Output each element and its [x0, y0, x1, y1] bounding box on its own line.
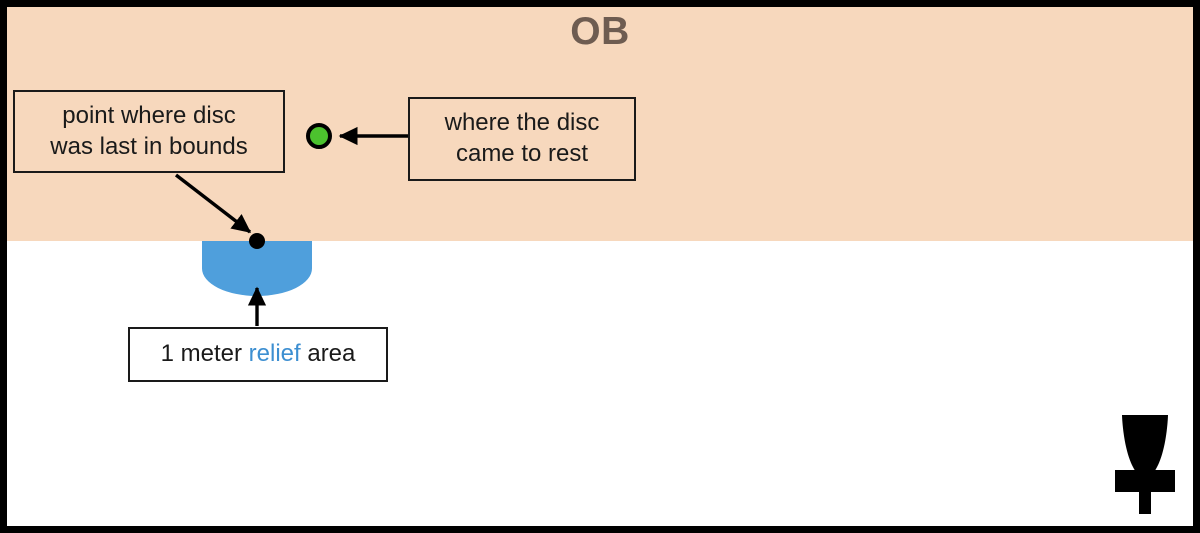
callout-relief-accent: relief: [248, 340, 301, 368]
out-of-bounds-label: OB: [570, 10, 630, 53]
relief-area-semicircle: [202, 241, 312, 296]
callout-relief-suffix: area: [300, 340, 356, 368]
callout-last-in-bounds: point where disc was last in bounds: [13, 90, 285, 173]
disc-at-rest-marker: [306, 123, 332, 149]
callout-disc-at-rest: where the disc came to rest: [408, 97, 636, 181]
callout-disc-at-rest-line2: came to rest: [455, 140, 589, 167]
last-in-bounds-point-marker: [249, 233, 265, 249]
in-bounds-zone: [7, 241, 1193, 526]
callout-last-in-bounds-line2: was last in bounds: [50, 132, 248, 160]
callout-relief-prefix: 1 meter: [160, 340, 249, 368]
callout-last-in-bounds-line1: point where disc: [62, 101, 236, 129]
callout-relief-area: 1 meter relief area: [128, 327, 388, 382]
disc-golf-basket-icon: [1115, 415, 1175, 514]
callout-disc-at-rest-line1: where the disc: [444, 109, 600, 137]
